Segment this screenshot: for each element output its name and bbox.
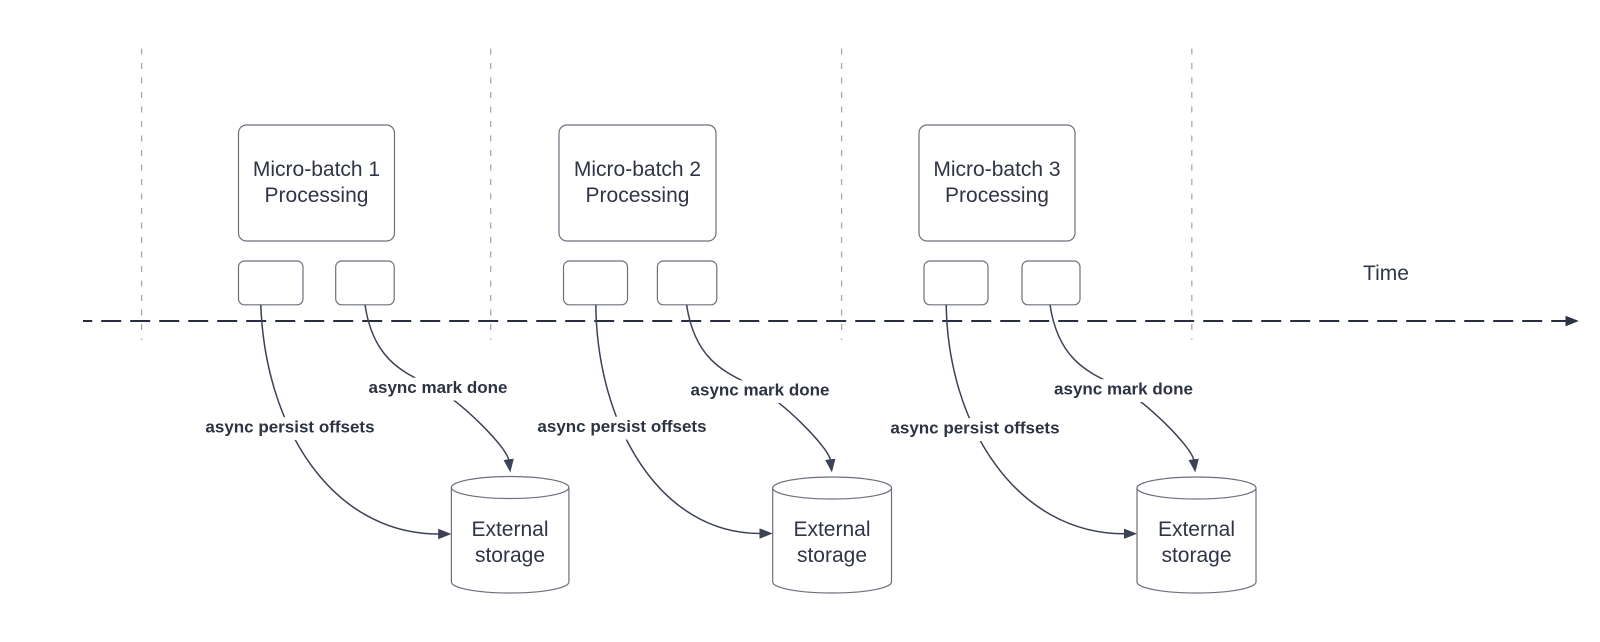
svg-text:async mark done: async mark done (1054, 380, 1193, 399)
svg-text:async persist offsets: async persist offsets (537, 417, 706, 436)
svg-text:async mark done: async mark done (369, 378, 508, 397)
svg-text:Micro-batch 1: Micro-batch 1 (253, 158, 380, 181)
svg-text:External: External (471, 518, 548, 541)
svg-text:async persist offsets: async persist offsets (890, 419, 1059, 438)
svg-text:async mark done: async mark done (691, 381, 830, 400)
svg-text:async persist offsets: async persist offsets (205, 418, 374, 437)
svg-text:Processing: Processing (265, 184, 369, 207)
svg-text:Micro-batch 3: Micro-batch 3 (933, 158, 1060, 181)
svg-text:Time: Time (1363, 262, 1409, 285)
svg-text:Processing: Processing (586, 184, 690, 207)
svg-text:Micro-batch 2: Micro-batch 2 (574, 158, 701, 181)
svg-text:storage: storage (1161, 544, 1231, 567)
svg-text:Processing: Processing (945, 184, 1049, 207)
svg-text:External: External (793, 518, 870, 541)
svg-text:storage: storage (797, 544, 867, 567)
svg-text:External: External (1158, 518, 1235, 541)
svg-text:storage: storage (475, 544, 545, 567)
